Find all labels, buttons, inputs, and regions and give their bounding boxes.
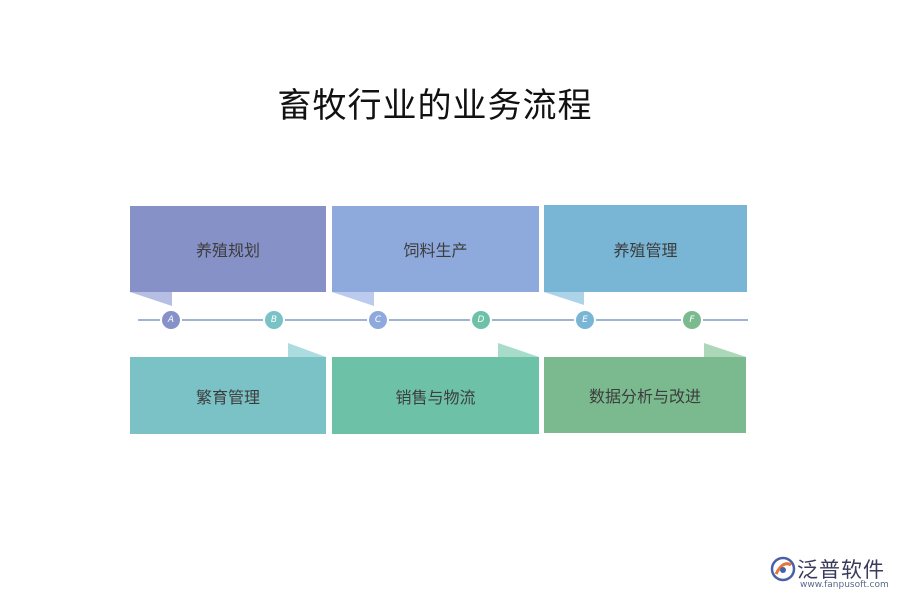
step-box-breeding-management: 繁育管理: [130, 357, 326, 434]
step-box-sales-logistics: 销售与物流: [332, 357, 539, 434]
step-label: 繁育管理: [195, 387, 260, 407]
flag-tab-c: [332, 292, 374, 306]
step-label: 饲料生产: [403, 241, 468, 260]
step-label: 养殖管理: [613, 240, 678, 260]
brand-name: 泛普软件: [797, 558, 885, 582]
step-box-farm-management: 养殖管理: [544, 205, 747, 292]
flag-tab-a: [130, 292, 172, 306]
timeline-node-d: D: [472, 311, 490, 329]
timeline-node-b: B: [265, 311, 283, 329]
flag-tab-b: [288, 343, 326, 357]
timeline-node-c: C: [369, 311, 387, 329]
timeline-node-f: F: [683, 311, 701, 329]
flag-tab-e: [544, 292, 584, 305]
timeline-node-e: E: [576, 311, 594, 329]
page-title: 畜牧行业的业务流程: [277, 86, 593, 126]
step-box-feed-production: 饲料生产: [332, 206, 539, 292]
step-box-data-analysis: 数据分析与改进: [544, 357, 746, 433]
step-label: 数据分析与改进: [588, 387, 701, 406]
flag-tab-f: [704, 343, 746, 357]
timeline-line: [138, 319, 748, 321]
brand-logo: 泛普软件 www.fanpusoft.com: [770, 553, 895, 595]
step-label: 养殖规划: [195, 241, 260, 260]
fanpu-logo-icon: [770, 556, 796, 582]
step-box-breeding-plan: 养殖规划: [130, 206, 326, 292]
flag-tab-d: [498, 343, 539, 357]
step-label: 销售与物流: [395, 387, 476, 407]
brand-url: www.fanpusoft.com: [800, 580, 889, 590]
timeline-node-a: A: [162, 311, 180, 329]
